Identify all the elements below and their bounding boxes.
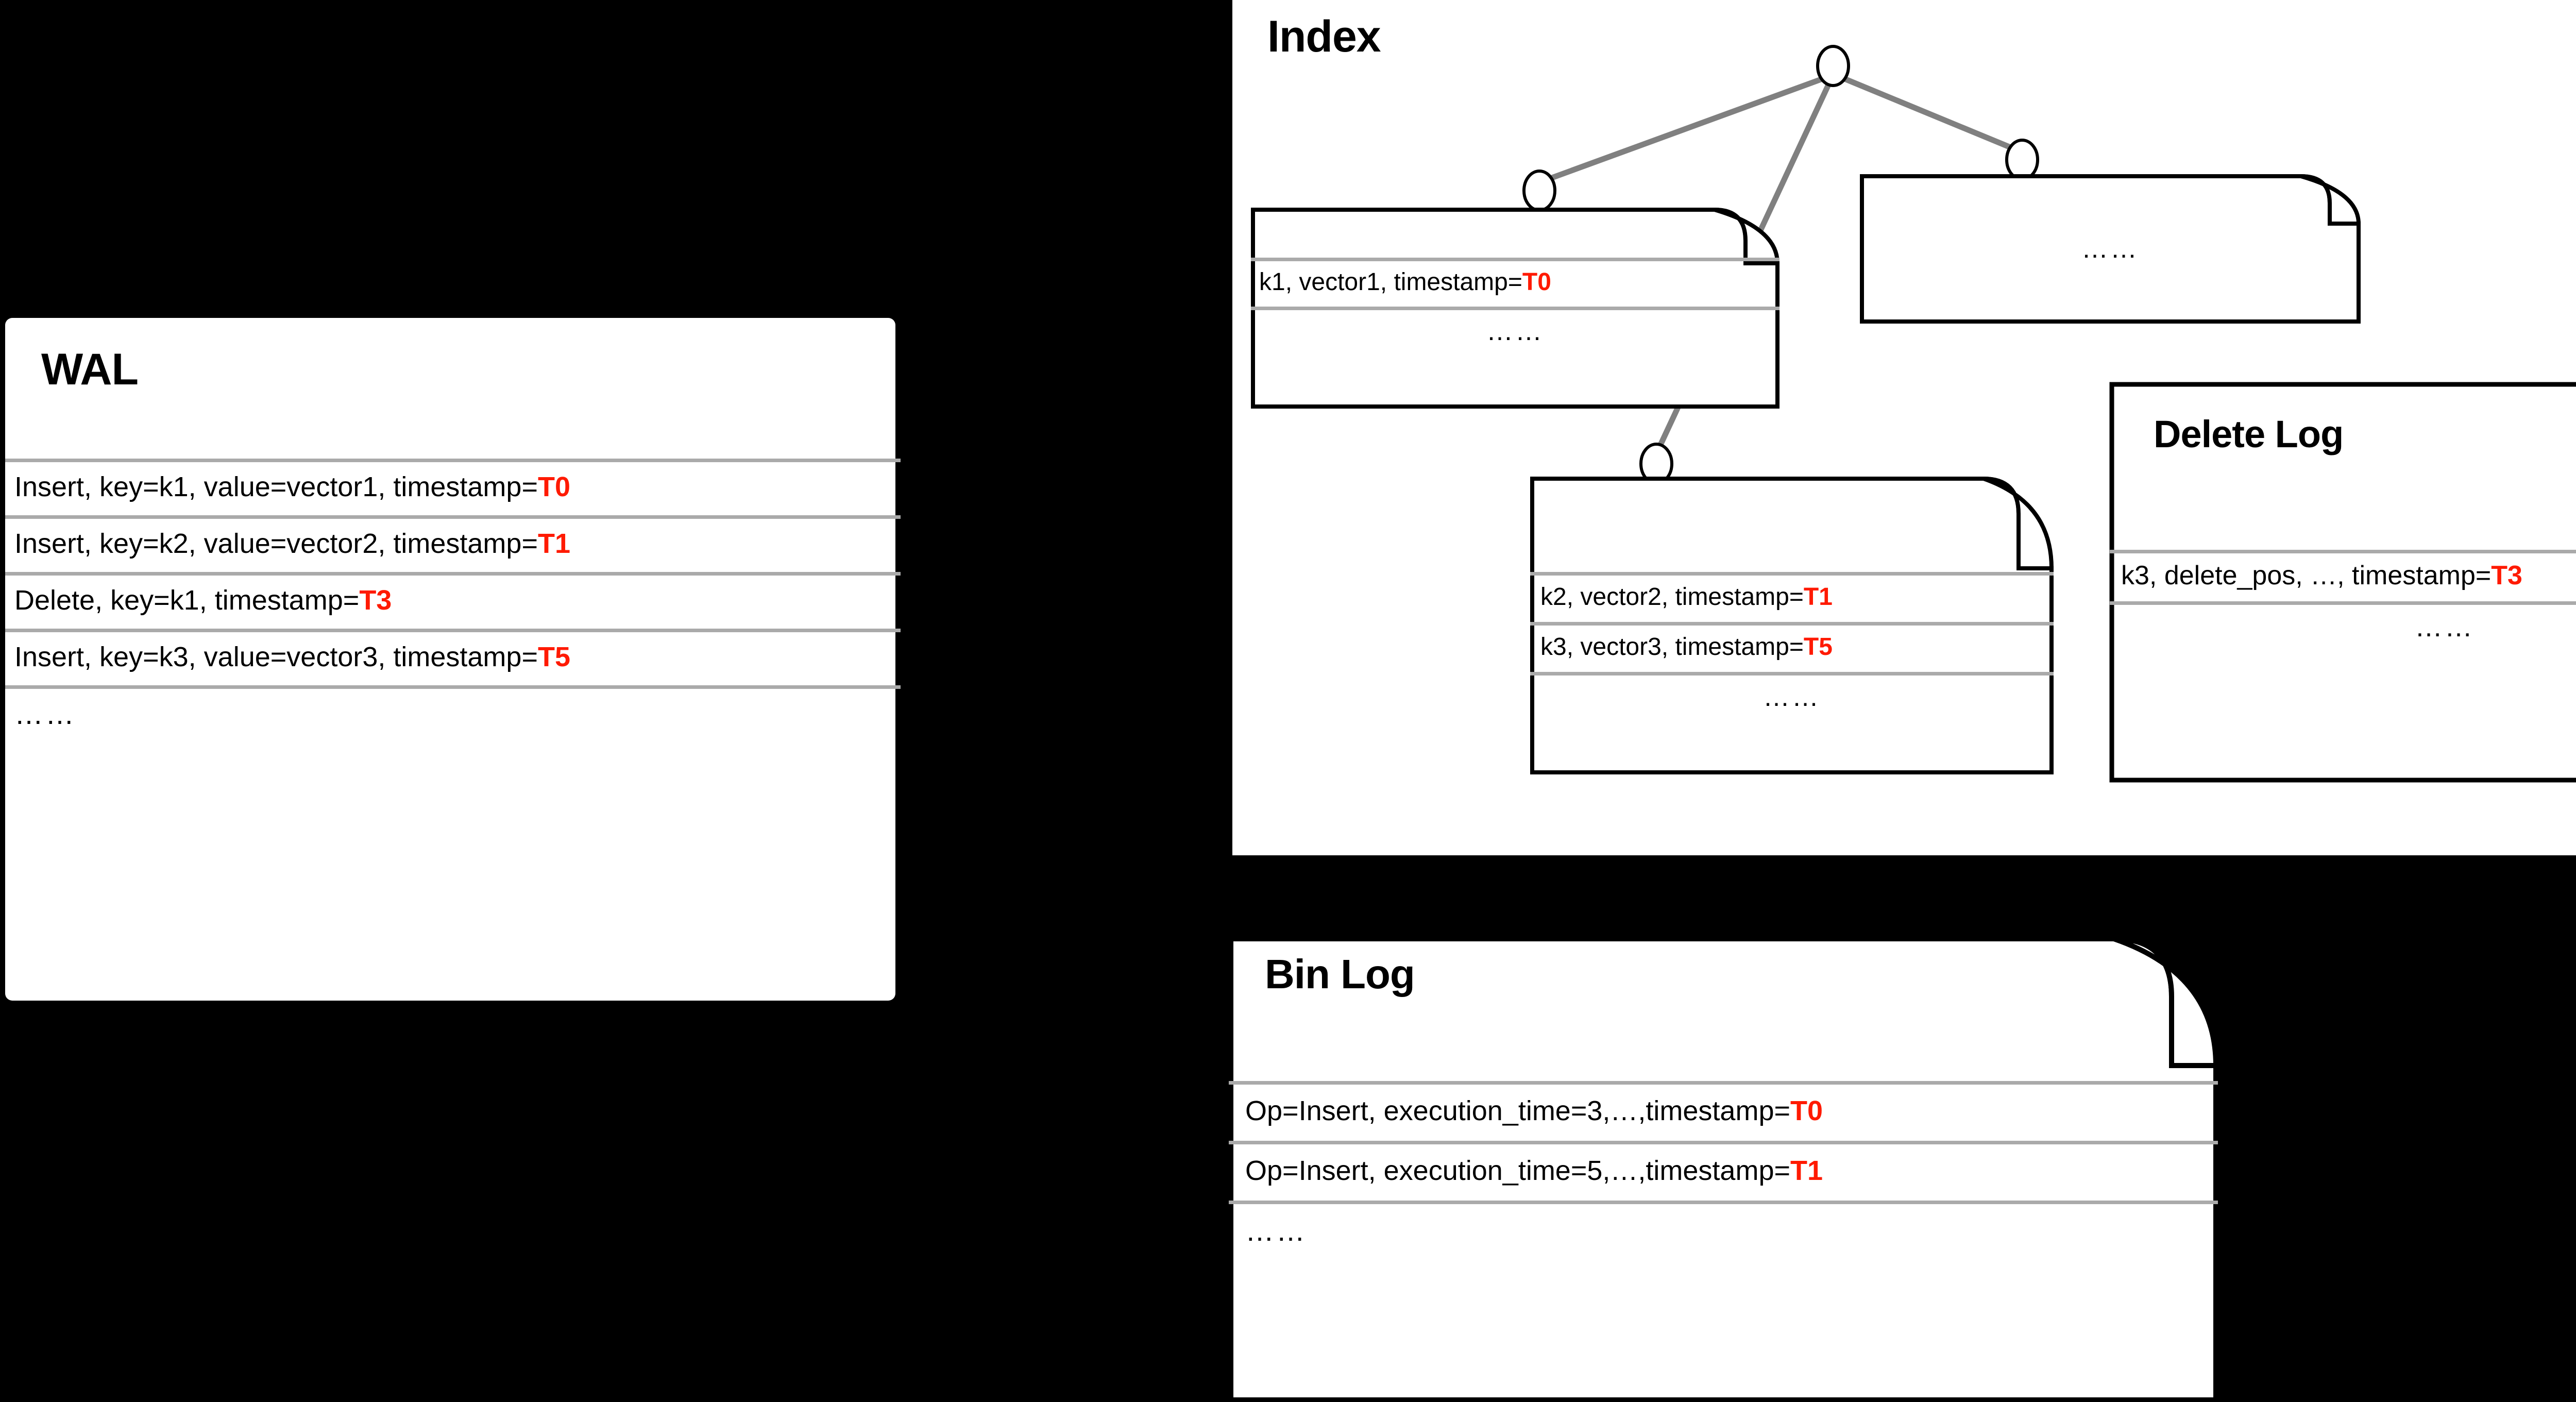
index-leaf-row: k3, vector3, timestamp=T5	[1530, 622, 2054, 672]
wal-row-ellipsis: ……	[5, 685, 901, 742]
wal-ellipsis-text: ……	[14, 697, 76, 730]
bin-log-row: Op=Insert, execution_time=5,…,timestamp=…	[1229, 1141, 2218, 1201]
index-leaf-ellipsis-text: ……	[1486, 316, 1544, 346]
index-leaf-k23: k2, vector2, timestamp=T1 k3, vector3, t…	[1530, 477, 2054, 774]
index-leaf-row: k2, vector2, timestamp=T1	[1530, 572, 2054, 622]
bin-log-row-timestamp: T1	[1790, 1155, 1823, 1186]
index-leaf-ellipsis-wrap: ……	[1860, 174, 2361, 324]
index-leaf-row-timestamp: T0	[1522, 268, 1551, 296]
delete-log-rows: k3, delete_pos, …, timestamp=T3 ……	[2110, 550, 2576, 653]
delete-log-row-timestamp: T3	[2491, 561, 2522, 590]
wal-title: WAL	[41, 345, 139, 394]
bin-log-panel: Op=Insert, execution_time=3,…,timestamp=…	[1228, 936, 2219, 1402]
wal-row-timestamp: T5	[537, 641, 571, 672]
bin-log-ellipsis-text: ……	[1245, 1214, 1307, 1247]
wal-panel	[5, 318, 895, 1001]
wal-row: Insert, key=k3, value=vector3, timestamp…	[5, 629, 901, 685]
index-leaf-ellipsis-text: ……	[2081, 234, 2139, 264]
index-leaf-row-text: k2, vector2, timestamp=	[1540, 583, 1804, 611]
bin-log-row-text: Op=Insert, execution_time=5,…,timestamp=	[1245, 1155, 1791, 1186]
index-leaf-row-text: k1, vector1, timestamp=	[1259, 268, 1522, 296]
index-leaf-k1-rows: k1, vector1, timestamp=T0 ……	[1251, 258, 1780, 356]
index-title: Index	[1267, 12, 1381, 61]
wal-row-timestamp: T3	[359, 585, 392, 616]
wal-row-timestamp: T1	[537, 528, 571, 559]
bin-log-rows: Op=Insert, execution_time=3,…,timestamp=…	[1229, 1081, 2218, 1260]
index-leaf-row-timestamp: T5	[1803, 633, 1833, 661]
wal-row: Insert, key=k2, value=vector2, timestamp…	[5, 515, 901, 572]
index-leaf-row-ellipsis: ……	[1251, 307, 1780, 356]
wal-row-text: Insert, key=k2, value=vector2, timestamp…	[14, 528, 538, 559]
bin-log-row-text: Op=Insert, execution_time=3,…,timestamp=	[1245, 1095, 1791, 1126]
delete-log-row-ellipsis: ……	[2110, 601, 2576, 653]
bin-log-row-timestamp: T0	[1790, 1095, 1823, 1126]
index-leaf-k23-rows: k2, vector2, timestamp=T1 k3, vector3, t…	[1530, 572, 2054, 722]
delete-log-title: Delete Log	[2154, 413, 2344, 455]
wal-row-text: Insert, key=k3, value=vector3, timestamp…	[14, 641, 538, 672]
index-leaf-ellipsis-text: ……	[1763, 682, 1821, 712]
bin-log-title: Bin Log	[1265, 951, 1415, 997]
index-leaf-row-timestamp: T1	[1803, 583, 1833, 611]
index-leaf-k1: k1, vector1, timestamp=T0 ……	[1251, 208, 1780, 409]
wal-row: Insert, key=k1, value=vector1, timestamp…	[5, 459, 901, 515]
index-leaf-ellipsis-doc: ……	[1860, 174, 2361, 324]
delete-log-ellipsis-text: ……	[2415, 612, 2475, 643]
index-leaf-row: k1, vector1, timestamp=T0	[1251, 258, 1780, 307]
wal-row: Delete, key=k1, timestamp=T3	[5, 572, 901, 629]
delete-log-row-text: k3, delete_pos, …, timestamp=	[2121, 561, 2492, 590]
bin-log-row-ellipsis: ……	[1229, 1201, 2218, 1260]
wal-row-timestamp: T0	[537, 471, 571, 502]
wal-row-list: Insert, key=k1, value=vector1, timestamp…	[5, 459, 901, 742]
index-leaf-row-text: k3, vector3, timestamp=	[1540, 633, 1804, 661]
index-leaf-row-ellipsis: ……	[1530, 672, 2054, 722]
bin-log-row: Op=Insert, execution_time=3,…,timestamp=…	[1229, 1081, 2218, 1141]
delete-log-row: k3, delete_pos, …, timestamp=T3	[2110, 550, 2576, 601]
wal-row-text: Delete, key=k1, timestamp=	[14, 585, 360, 616]
wal-row-text: Insert, key=k1, value=vector1, timestamp…	[14, 471, 538, 502]
